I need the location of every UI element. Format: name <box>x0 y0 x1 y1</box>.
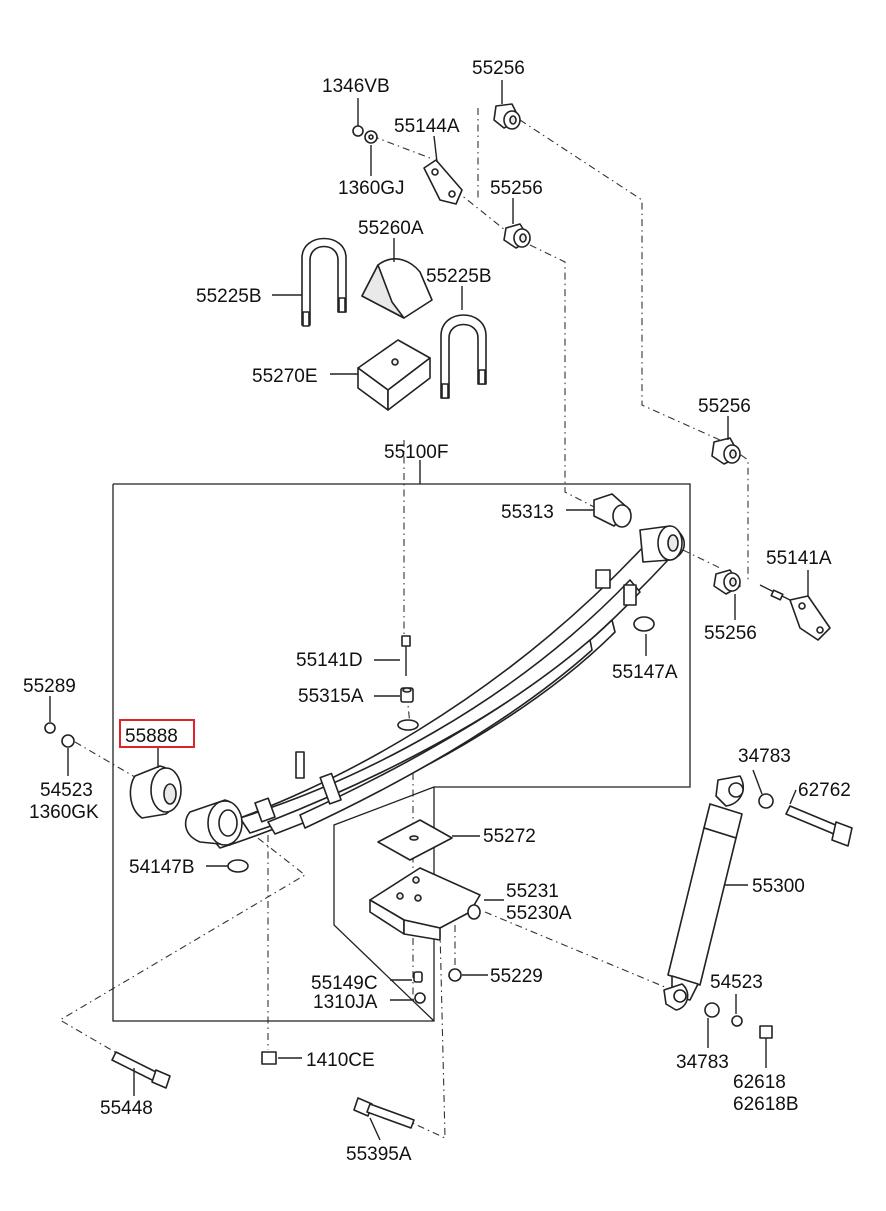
plate-55272 <box>377 819 453 861</box>
spring-seat-55231 <box>369 867 481 941</box>
label-1410CE: 1410CE <box>306 1050 375 1071</box>
label-55230A: 55230A <box>506 903 572 924</box>
bumper-55260A <box>361 258 433 319</box>
bolt-62762 <box>785 805 853 847</box>
u-bolt-right <box>440 314 487 399</box>
label-55225B-left: 55225B <box>196 286 262 307</box>
label-55256-right: 55256 <box>698 396 751 417</box>
label-55289: 55289 <box>23 676 76 697</box>
label-55315A: 55315A <box>298 686 364 707</box>
label-55225B-right: 55225B <box>426 266 492 287</box>
bolt-55448 <box>111 1051 171 1089</box>
label-55300: 55300 <box>752 876 805 897</box>
label-1360GK: 1360GK <box>29 802 99 823</box>
nut-55289 <box>44 722 56 734</box>
label-34783-top: 34783 <box>738 746 791 767</box>
washer-54523-left <box>61 734 75 748</box>
label-55260A: 55260A <box>358 218 424 239</box>
label-62618B: 62618B <box>733 1094 799 1115</box>
shock-absorber-55300 <box>663 775 774 1039</box>
label-55229: 55229 <box>490 966 543 987</box>
label-55147A: 55147A <box>612 662 678 683</box>
leader-lines <box>49 80 809 1141</box>
label-55256-lower: 55256 <box>704 623 757 644</box>
shackle-55144A <box>352 125 463 205</box>
bushing-55256-lower <box>713 569 741 595</box>
label-62618: 62618 <box>733 1072 786 1093</box>
label-55141D: 55141D <box>296 650 363 671</box>
cap-55147A <box>633 616 655 632</box>
pad-55270E <box>357 339 431 411</box>
washer-55149C <box>413 971 423 983</box>
label-62762: 62762 <box>798 780 851 801</box>
label-55100F: 55100F <box>384 442 448 463</box>
label-55149C: 55149C <box>311 973 378 994</box>
front-bushing-55888 <box>129 765 182 819</box>
label-55272: 55272 <box>483 826 536 847</box>
leaf-spring <box>184 525 686 849</box>
label-55270E: 55270E <box>252 366 318 387</box>
spring-seat-frame <box>333 786 435 1022</box>
label-55141A: 55141A <box>766 548 832 569</box>
assembly-lines <box>58 108 749 1139</box>
label-55144A: 55144A <box>394 116 460 137</box>
bushing-55256-mid <box>503 223 531 249</box>
label-55313: 55313 <box>501 502 554 523</box>
nut-55229 <box>448 968 462 982</box>
label-54523-right: 54523 <box>710 972 763 993</box>
label-1360GJ: 1360GJ <box>338 178 405 199</box>
highlight-box-55888 <box>119 719 195 748</box>
label-55888: 55888 <box>125 726 178 747</box>
label-55231: 55231 <box>506 881 559 902</box>
bushing-55256-top <box>493 103 521 130</box>
u-bolt-left <box>301 237 347 327</box>
bushing-55256-right <box>711 437 741 465</box>
label-1346VB: 1346VB <box>322 76 390 97</box>
label-55256-mid: 55256 <box>490 178 543 199</box>
center-bolt-55141D <box>400 635 414 703</box>
nut-1310JA <box>414 992 426 1004</box>
shackle-55141A <box>759 584 831 641</box>
cap-54147B <box>227 859 249 873</box>
part-labels: 1346VB 55256 55144A 1360GJ 55256 55260A … <box>23 58 851 1165</box>
label-54147B: 54147B <box>129 857 195 878</box>
bushing-55313 <box>593 493 632 528</box>
label-55448: 55448 <box>100 1098 153 1119</box>
nut-1410CE <box>261 1051 277 1065</box>
label-55395A: 55395A <box>346 1144 412 1165</box>
label-1310JA: 1310JA <box>313 992 378 1013</box>
label-55256-top: 55256 <box>472 58 525 79</box>
label-54523-left: 54523 <box>40 780 93 801</box>
group-frames <box>112 483 691 1022</box>
label-34783-bottom: 34783 <box>676 1052 729 1073</box>
bolt-55395A <box>353 1097 415 1129</box>
